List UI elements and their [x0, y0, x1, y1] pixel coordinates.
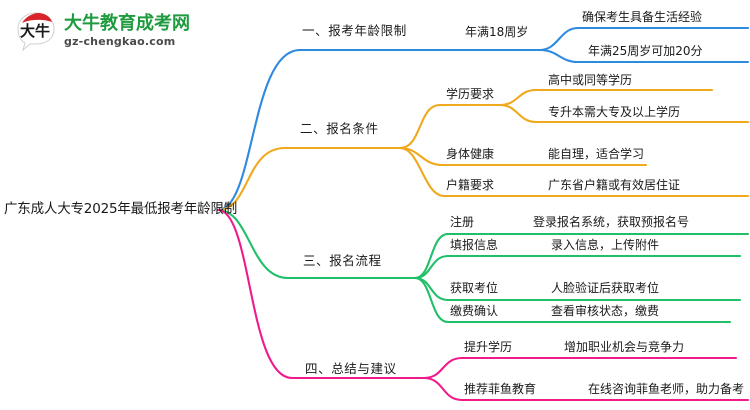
branch-node-2[interactable]: 二、报名条件 [300, 121, 379, 136]
root-node[interactable]: 广东成人大专2025年最低报考年龄限制 [4, 201, 238, 217]
branch-2-child-3-leaf-1[interactable]: 广东省户籍或有效居住证 [548, 178, 681, 192]
branch-1-edges [216, 26, 750, 212]
branch-3-edges [216, 208, 750, 324]
site-logo: 大牛 大牛教育成考网 gz-chengkao.com [14, 6, 204, 56]
svg-text:大牛: 大牛 [20, 22, 50, 40]
branch-3-child-2[interactable]: 填报信息 [450, 238, 499, 252]
branch-1-child-1[interactable]: 年满18周岁 [465, 25, 529, 39]
branch-4-edges [216, 208, 750, 402]
branch-3-child-3[interactable]: 获取考位 [450, 281, 499, 295]
branch-3-child-2-leaf-1[interactable]: 录入信息，上传附件 [551, 238, 660, 252]
branch-1-child-1-leaf-2[interactable]: 年满25周岁可加20分 [588, 44, 703, 58]
logo-domain: gz-chengkao.com [64, 35, 176, 48]
branch-2-edges [216, 88, 750, 212]
branch-node-1[interactable]: 一、报考年龄限制 [302, 23, 407, 38]
branch-2-child-3[interactable]: 户籍要求 [446, 178, 495, 192]
branch-2-child-1[interactable]: 学历要求 [446, 87, 495, 101]
logo-mark-icon: 大牛 [14, 9, 58, 53]
branch-3-child-1[interactable]: 注册 [450, 215, 475, 229]
branch-3-child-3-leaf-1[interactable]: 人脸验证后获取考位 [551, 281, 660, 295]
branch-1-child-1-leaf-1[interactable]: 确保考生具备生活经验 [582, 10, 703, 24]
branch-2-child-1-leaf-1[interactable]: 高中或同等学历 [548, 73, 633, 87]
branch-2-child-1-leaf-2[interactable]: 专升本需大专及以上学历 [548, 105, 681, 119]
branch-4-child-2[interactable]: 推荐菲鱼教育 [464, 382, 537, 396]
branch-4-child-1[interactable]: 提升学历 [464, 340, 513, 354]
branch-2-child-2[interactable]: 身体健康 [446, 147, 495, 161]
branch-4-child-2-leaf-1[interactable]: 在线咨询菲鱼老师，助力备考 [588, 382, 745, 396]
branch-node-3[interactable]: 三、报名流程 [303, 253, 382, 268]
branch-3-child-4-leaf-1[interactable]: 查看审核状态，缴费 [551, 304, 660, 318]
branch-2-child-2-leaf-1[interactable]: 能自理，适合学习 [548, 147, 645, 161]
branch-3-child-4[interactable]: 缴费确认 [450, 304, 499, 318]
branch-node-4[interactable]: 四、总结与建议 [305, 361, 397, 376]
branch-4-child-1-leaf-1[interactable]: 增加职业机会与竞争力 [564, 340, 685, 354]
branch-3-child-1-leaf-1[interactable]: 登录报名系统，获取预报名号 [533, 215, 690, 229]
logo-title: 大牛教育成考网 [64, 13, 190, 34]
